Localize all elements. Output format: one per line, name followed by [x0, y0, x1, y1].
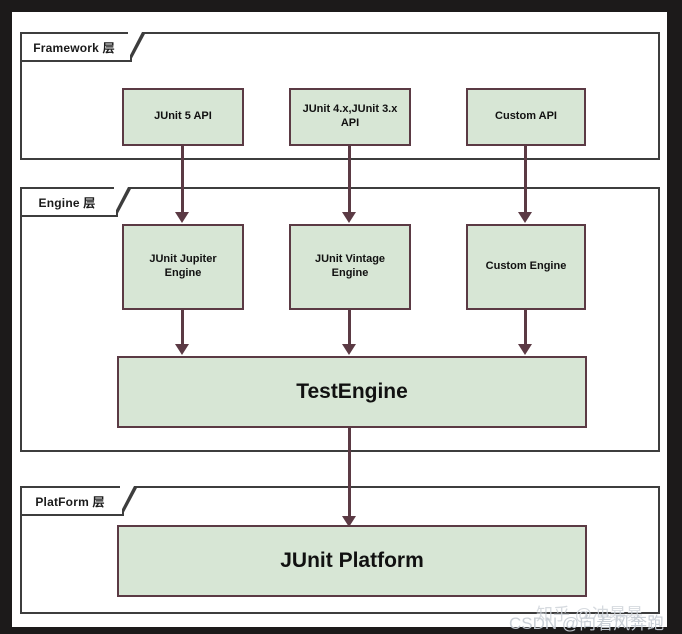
- node-test-engine[interactable]: TestEngine: [117, 356, 587, 428]
- node-junit-vintage-engine-label: JUnit Vintage Engine: [314, 253, 386, 279]
- arrowhead-vintage-to-testengine: [342, 344, 356, 355]
- layer-engine-label: Engine 层: [38, 195, 96, 210]
- node-custom-engine-label: Custom Engine: [485, 260, 567, 273]
- arrowhead-testengine-to-platform: [342, 516, 356, 527]
- edge-vintage-to-testengine: [348, 310, 351, 346]
- frame-right-border: [667, 0, 682, 627]
- diagram-canvas: Framework 层 JUnit 5 API JUnit 4.x,JUnit …: [12, 12, 667, 633]
- arrowhead-junit4api-to-vintage: [342, 212, 356, 223]
- edge-customapi-to-customengine: [524, 146, 527, 214]
- node-test-engine-label: TestEngine: [296, 379, 408, 403]
- arrowhead-customapi-to-customengine: [518, 212, 532, 223]
- edge-testengine-to-platform: [348, 428, 351, 518]
- node-junit-platform[interactable]: JUnit Platform: [117, 525, 587, 597]
- arrowhead-customengine-to-testengine: [518, 344, 532, 355]
- node-junit-jupiter-engine-label: JUnit Jupiter Engine: [149, 253, 217, 279]
- node-junit-platform-label: JUnit Platform: [280, 548, 424, 572]
- frame-top-border: [0, 0, 682, 12]
- layer-platform-label: PlatForm 层: [35, 494, 105, 509]
- node-custom-api-label: Custom API: [495, 110, 557, 123]
- node-junit4x-junit3x-api-label: JUnit 4.x,JUnit 3.x API: [302, 103, 398, 129]
- edge-junit5api-to-jupiter: [181, 146, 184, 214]
- node-junit5-api[interactable]: JUnit 5 API: [122, 88, 244, 146]
- node-junit-jupiter-engine[interactable]: JUnit Jupiter Engine: [122, 224, 244, 310]
- edge-customengine-to-testengine: [524, 310, 527, 346]
- edge-junit4api-to-vintage: [348, 146, 351, 214]
- node-junit4x-junit3x-api[interactable]: JUnit 4.x,JUnit 3.x API: [289, 88, 411, 146]
- edge-jupiter-to-testengine: [181, 310, 184, 346]
- layer-engine-tab: Engine 层: [20, 187, 132, 217]
- node-junit5-api-label: JUnit 5 API: [154, 110, 212, 123]
- arrowhead-junit5api-to-jupiter: [175, 212, 189, 223]
- layer-framework-label: Framework 层: [33, 40, 115, 55]
- layer-platform-tab: PlatForm 层: [20, 486, 138, 516]
- arrowhead-jupiter-to-testengine: [175, 344, 189, 355]
- frame-left-border: [0, 0, 12, 627]
- node-custom-engine[interactable]: Custom Engine: [466, 224, 586, 310]
- node-junit-vintage-engine[interactable]: JUnit Vintage Engine: [289, 224, 411, 310]
- layer-framework-tab: Framework 层: [20, 32, 146, 62]
- node-custom-api[interactable]: Custom API: [466, 88, 586, 146]
